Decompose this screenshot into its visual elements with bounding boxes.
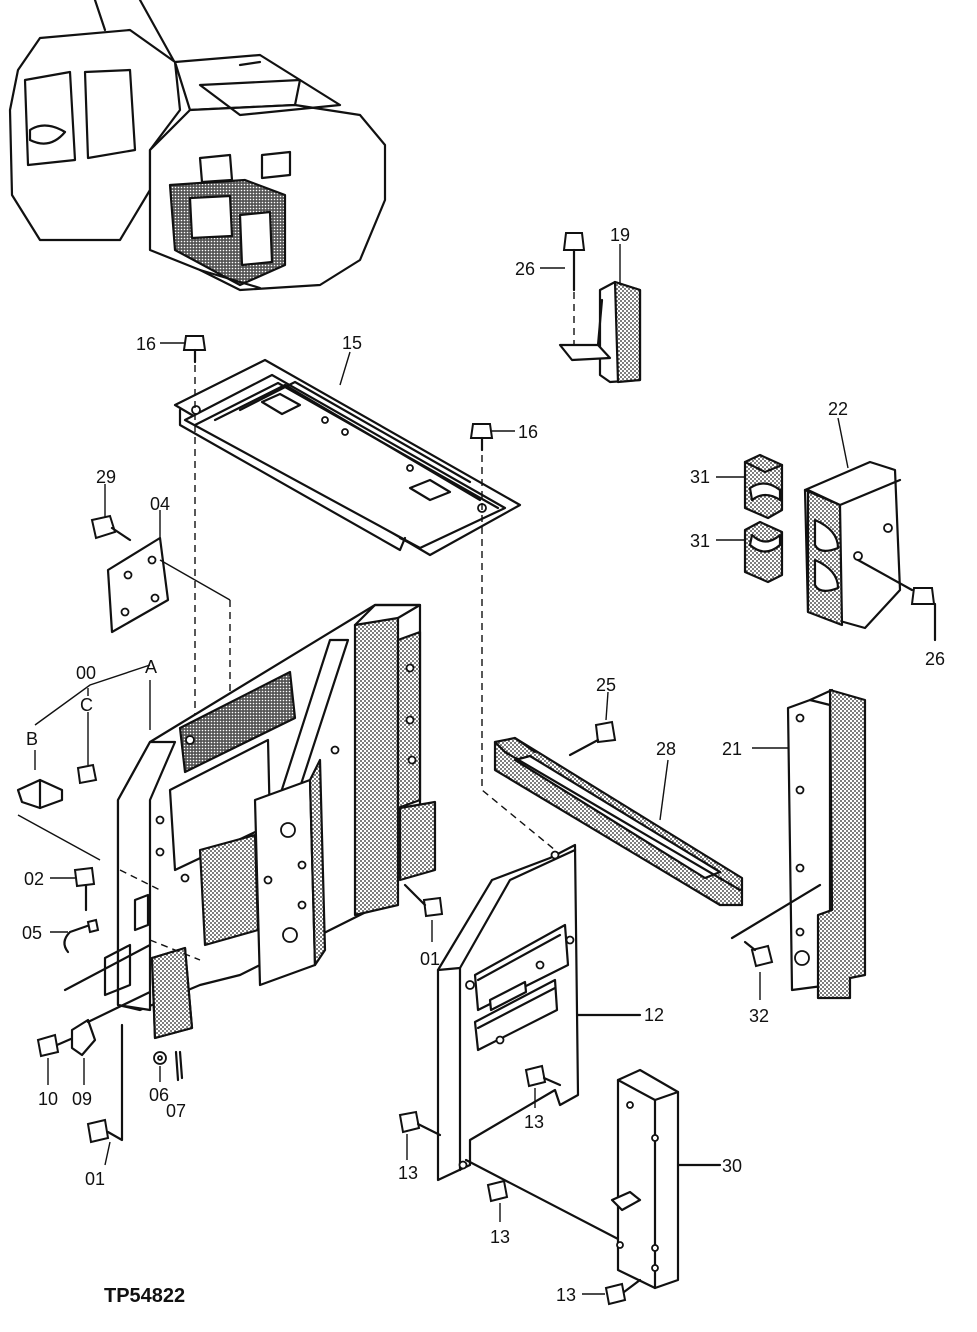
bolt-32 bbox=[743, 940, 774, 968]
bolt-13-c bbox=[464, 1158, 622, 1242]
reference-lines bbox=[17, 664, 151, 861]
label-C: C bbox=[80, 695, 93, 715]
leader-lines bbox=[47, 244, 849, 1295]
label-19: 19 bbox=[610, 225, 631, 245]
bolt-16-b bbox=[469, 423, 556, 851]
label-25: 25 bbox=[596, 675, 617, 695]
label-22: 22 bbox=[828, 399, 849, 419]
upright-12 bbox=[436, 843, 642, 1182]
label-32: 32 bbox=[749, 1006, 770, 1026]
label-06: 06 bbox=[149, 1085, 170, 1105]
label-13-d: 13 bbox=[556, 1285, 577, 1305]
label-26-b: 26 bbox=[925, 649, 946, 669]
label-12: 12 bbox=[644, 1005, 665, 1025]
bolt-16-a bbox=[182, 335, 207, 740]
clamp-31-a bbox=[743, 453, 784, 520]
block-22 bbox=[803, 460, 914, 630]
label-01-b: 01 bbox=[85, 1169, 106, 1189]
label-02: 02 bbox=[24, 869, 45, 889]
label-01-a: 01 bbox=[420, 949, 441, 969]
label-09: 09 bbox=[72, 1089, 93, 1109]
label-16-a: 16 bbox=[136, 334, 157, 354]
label-13-a: 13 bbox=[524, 1112, 545, 1132]
label-04: 04 bbox=[150, 494, 171, 514]
label-31-b: 31 bbox=[690, 531, 711, 551]
excavator-overview bbox=[8, 0, 387, 292]
cotter-pin-07 bbox=[174, 1050, 184, 1082]
bolt-13-b bbox=[398, 1110, 442, 1137]
label-13-b: 13 bbox=[398, 1163, 419, 1183]
bolt-01-a bbox=[403, 883, 444, 918]
figure-code: TP54822 bbox=[104, 1285, 186, 1307]
bolt-02 bbox=[73, 866, 96, 912]
label-05: 05 bbox=[22, 923, 43, 943]
bolt-13-a bbox=[524, 1064, 562, 1088]
label-15: 15 bbox=[342, 333, 363, 353]
label-10: 10 bbox=[38, 1089, 59, 1109]
bolt-01-b bbox=[86, 1023, 124, 1144]
label-B: B bbox=[26, 729, 39, 749]
bracket-B bbox=[16, 763, 98, 810]
plate-04 bbox=[106, 536, 231, 700]
main-frame bbox=[63, 603, 437, 1040]
label-30: 30 bbox=[722, 1156, 743, 1176]
bolt-13-d bbox=[604, 1278, 642, 1306]
channel-28 bbox=[493, 736, 744, 907]
label-13-c: 13 bbox=[490, 1227, 511, 1247]
clip-09 bbox=[70, 990, 152, 1057]
post-30 bbox=[610, 1068, 722, 1290]
bracket-19 bbox=[558, 232, 642, 384]
bolt-25 bbox=[568, 720, 617, 757]
label-16-b: 16 bbox=[518, 422, 539, 442]
pin-05 bbox=[63, 918, 100, 954]
top-plate-15 bbox=[173, 358, 522, 557]
bolt-10 bbox=[36, 1033, 82, 1058]
bolt-26-b bbox=[910, 587, 937, 642]
label-29: 29 bbox=[96, 467, 117, 487]
label-26-a: 26 bbox=[515, 259, 536, 279]
bolt-29 bbox=[90, 514, 132, 542]
label-A: A bbox=[145, 657, 158, 677]
clamp-31-b bbox=[743, 520, 784, 584]
label-31-a: 31 bbox=[690, 467, 711, 487]
label-07: 07 bbox=[166, 1101, 187, 1121]
washer-06 bbox=[153, 1051, 167, 1065]
label-21: 21 bbox=[722, 739, 743, 759]
label-28: 28 bbox=[656, 739, 677, 759]
rail-21 bbox=[730, 688, 867, 1000]
label-00: 00 bbox=[76, 663, 97, 683]
